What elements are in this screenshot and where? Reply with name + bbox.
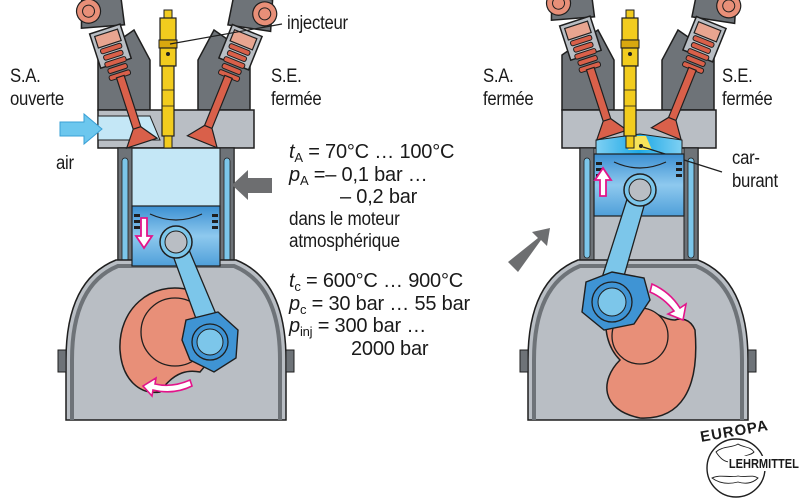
- intake-note-line1: dans le moteur: [289, 208, 400, 230]
- intake-pressure-cont: – 0,2 bar: [340, 186, 418, 208]
- piston-up-arrow-icon: [593, 166, 613, 197]
- right-intake-valve-label-line1: S.A.: [483, 66, 514, 87]
- right-engine: [518, 0, 758, 422]
- right-exhaust-valve-label-line2: fermée: [722, 89, 773, 110]
- compression-temperature: tc = 600°C … 900°C: [289, 270, 463, 294]
- intake-temperature: tA = 70°C … 100°C: [289, 141, 455, 165]
- left-intake-valve-label-line2: ouverte: [10, 89, 64, 110]
- compression-pressure: pc = 30 bar … 55 bar: [289, 292, 470, 317]
- left-exhaust-valve-label-line2: fermée: [271, 89, 322, 110]
- right-injector: [620, 9, 640, 149]
- logo-side-text: LEHRMITTEL: [728, 456, 800, 471]
- right-exhaust-valve-label-line1: S.E.: [722, 66, 753, 87]
- injector-leader-line: [169, 23, 283, 45]
- left-intake-valve-label-line1: S.A.: [10, 66, 41, 87]
- injection-pressure-cont: 2000 bar: [351, 337, 429, 360]
- crank-rotation-arrow-icon: [141, 376, 193, 398]
- fuel-label-line2: burant: [732, 171, 778, 192]
- intake-pressure: pA =– 0,1 bar …: [289, 163, 428, 188]
- piston-down-arrow-icon: [134, 217, 154, 250]
- intake-note-line2: atmosphérique: [289, 231, 400, 252]
- left-coolant-l: [121, 157, 129, 263]
- right-crank-rotation-arrow-icon: [649, 282, 688, 322]
- injector-label: injecteur: [287, 13, 348, 34]
- injection-pressure: pinj = 300 bar …: [289, 315, 427, 339]
- left-engine: [56, 0, 296, 422]
- intake-conditions: tA = 70°C … 100°C pA =– 0,1 bar … – 0,2 …: [289, 141, 454, 254]
- left-injector: [158, 9, 178, 149]
- compression-conditions: tc = 600°C … 900°C pc = 30 bar … 55 bar …: [289, 270, 470, 360]
- left-coolant-r: [223, 157, 231, 263]
- air-label: air: [56, 153, 74, 174]
- left-exhaust-valve-label-line1: S.E.: [271, 66, 302, 87]
- fuel-label-line1: car-: [732, 148, 760, 169]
- right-intake-valve-label-line2: fermée: [483, 89, 534, 110]
- left-pointing-gray-arrow-icon: [232, 170, 272, 200]
- air-flow-arrow-icon: [59, 112, 103, 146]
- diagonal-gray-arrow-icon: [508, 228, 550, 272]
